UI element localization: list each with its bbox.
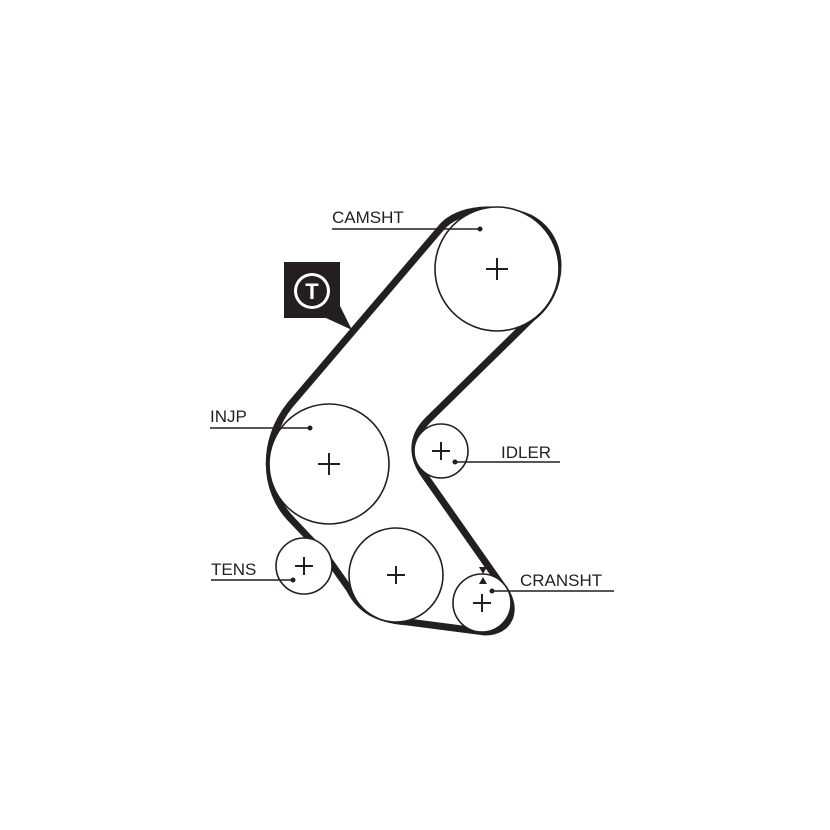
crankshaft-pulley bbox=[452, 567, 512, 633]
badge-letter: T bbox=[305, 279, 319, 304]
crankshaft-label: CRANSHT bbox=[520, 571, 602, 590]
camshaft-label: CAMSHT bbox=[332, 208, 404, 227]
idler-pulley bbox=[413, 423, 469, 479]
middle-pulley bbox=[348, 527, 444, 623]
leader-lines bbox=[210, 226, 614, 594]
tensioner-label: TENS bbox=[211, 560, 256, 579]
tensioner-pulley bbox=[275, 537, 333, 595]
camshaft-pulley bbox=[434, 206, 560, 332]
injection-pump-pulley bbox=[268, 403, 390, 525]
injection-pump-label: INJP bbox=[210, 407, 247, 426]
idler-label: IDLER bbox=[501, 443, 551, 462]
timing-mark-up-icon bbox=[479, 577, 487, 584]
timing-mark-down-icon bbox=[479, 567, 487, 574]
timing-belt-badge-icon: T bbox=[284, 262, 352, 330]
